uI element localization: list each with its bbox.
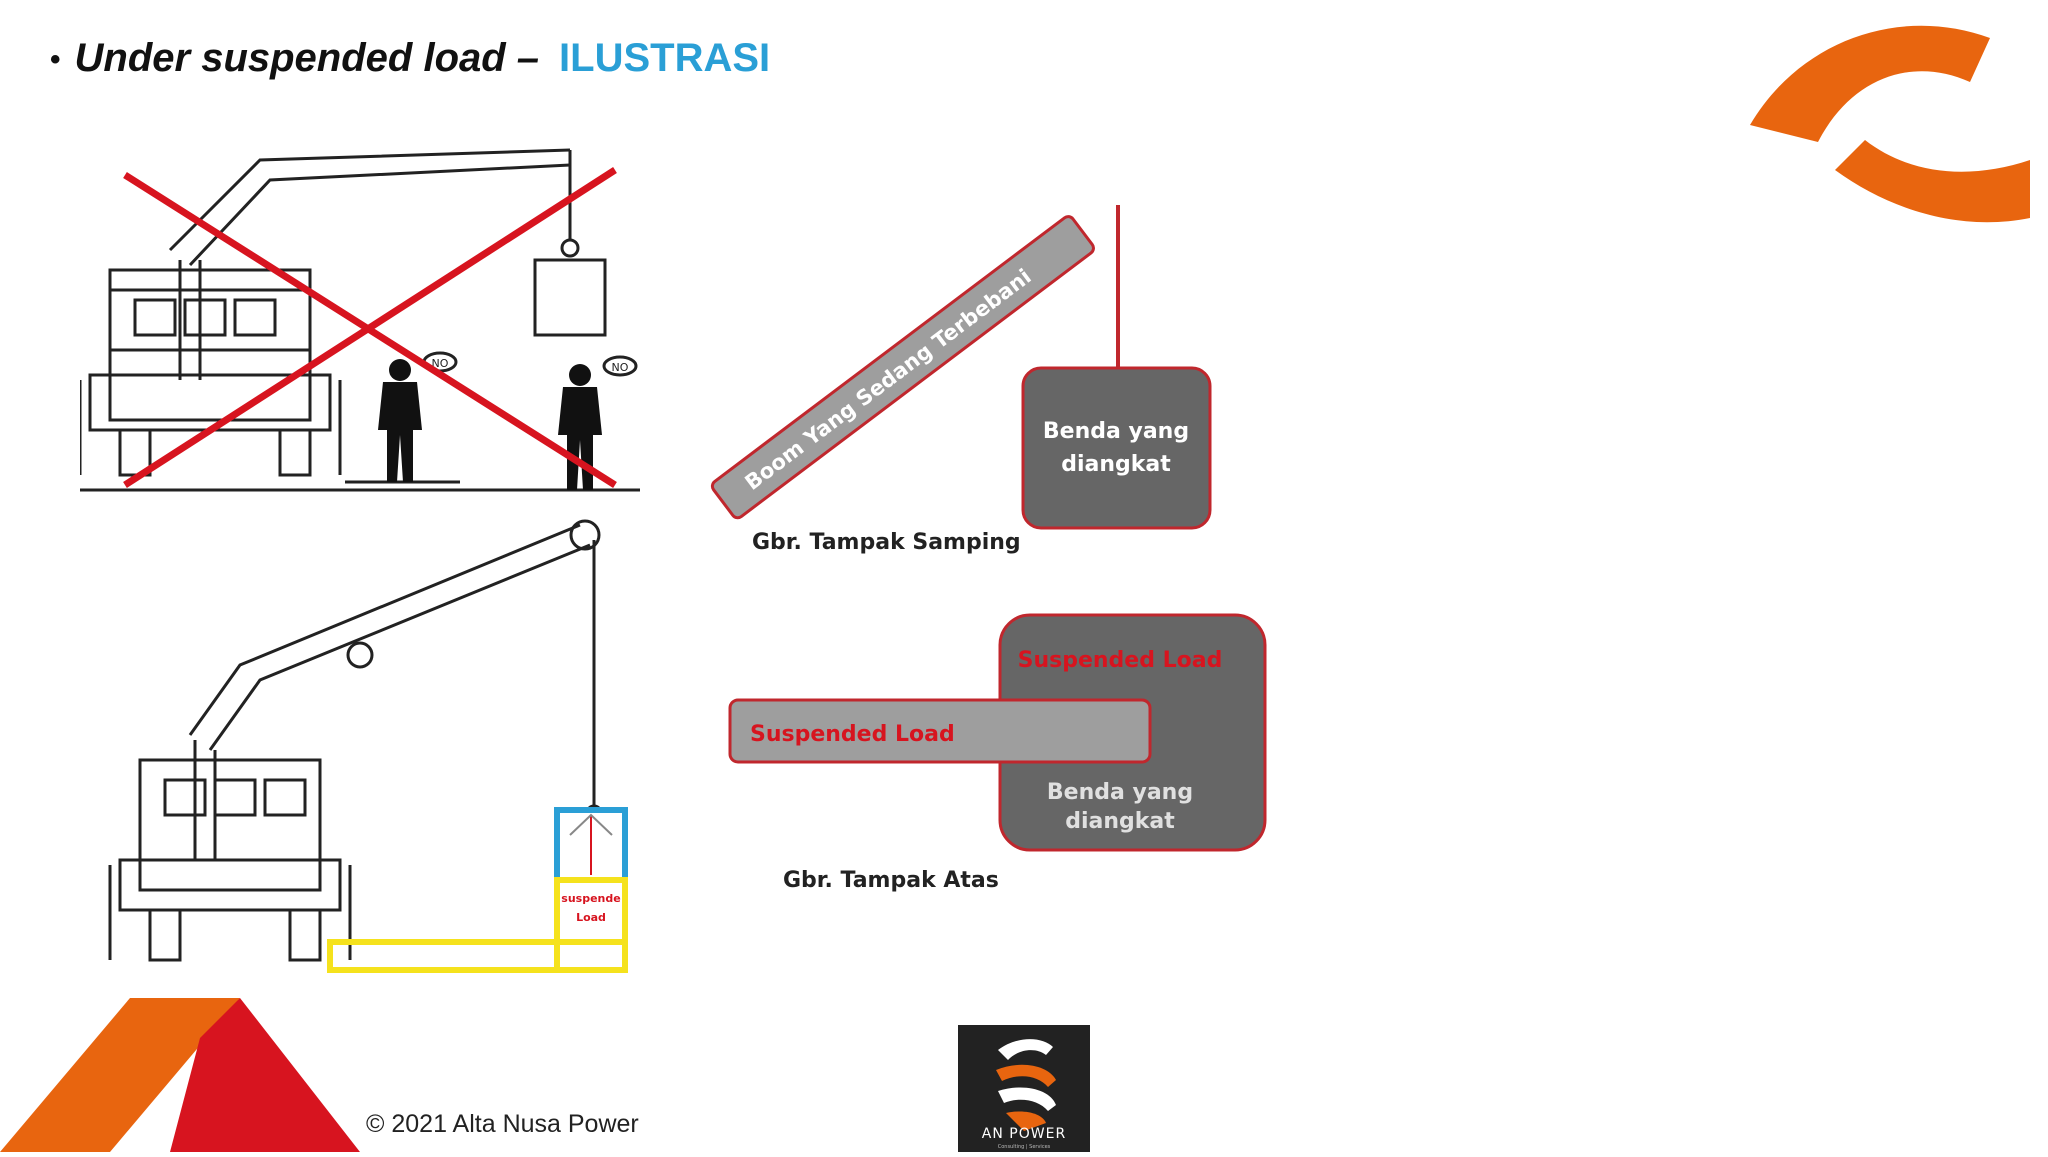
top-view-diagram: Suspended Load Suspended Load Benda yang…: [728, 613, 1267, 852]
boom-shape: [710, 215, 1095, 520]
load-label-1: suspende: [561, 892, 620, 905]
side-view-caption: Gbr. Tampak Samping: [752, 530, 1021, 555]
an-power-logo: AN POWER Consulting | Services: [958, 1025, 1090, 1152]
top-view-caption: Gbr. Tampak Atas: [783, 868, 999, 893]
top-object-text-line-1: Benda yang: [1047, 780, 1193, 805]
title-main: Under suspended load –: [74, 36, 540, 80]
boom-label: Boom Yang Sedang Terbebani: [741, 264, 1036, 495]
swoosh-logo: [1750, 25, 2030, 223]
slide-title: • Under suspended load – ILUSTRASI: [50, 36, 770, 81]
crane-illustration-wrong: NO NO: [80, 148, 640, 492]
title-sub: ILUSTRASI: [559, 36, 771, 80]
boom-top-shape: [728, 698, 1152, 764]
title-bullet: •: [50, 43, 61, 77]
crane-illustration-correct: suspende Load: [108, 519, 628, 973]
object-text-line-2: diangkat: [1061, 452, 1171, 477]
an-power-brand: AN POWER: [982, 1126, 1066, 1142]
suspended-load-label-big: Suspended Load: [1018, 648, 1223, 673]
copyright-text: © 2021 Alta Nusa Power: [366, 1110, 639, 1138]
lifted-object: [1021, 366, 1212, 530]
an-power-tagline: Consulting | Services: [998, 1144, 1051, 1150]
side-view-diagram: Boom Yang Sedang Terbebani Benda yang di…: [710, 205, 1212, 530]
badge-no-1: NO: [432, 357, 449, 370]
object-text-line-1: Benda yang: [1043, 419, 1189, 444]
top-object-text-line-2: diangkat: [1065, 809, 1175, 834]
suspended-load-label-boom: Suspended Load: [750, 722, 955, 747]
badge-no-2: NO: [612, 361, 629, 374]
load-label-2: Load: [576, 911, 606, 924]
corner-decoration: [0, 998, 360, 1152]
